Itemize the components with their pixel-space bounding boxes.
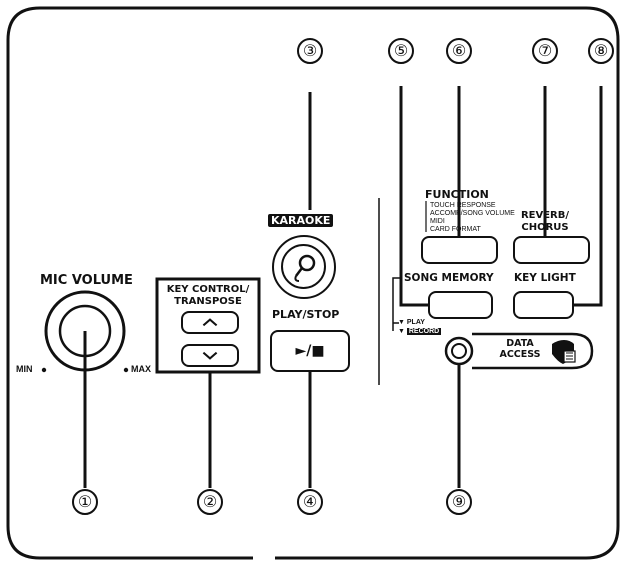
function-items: TOUCH RESPONSE ACCOMP/SONG VOLUME MIDI C… xyxy=(430,202,515,234)
callout-9: ⑨ xyxy=(446,489,472,515)
data-access-lamp xyxy=(451,343,467,359)
data-access-line2: ACCESS xyxy=(499,349,541,360)
function-item: CARD FORMAT xyxy=(430,226,481,233)
max-label: MAX xyxy=(131,364,151,374)
callout-7: ⑦ xyxy=(532,38,558,64)
record-badge: RECORD xyxy=(406,328,442,335)
play-text: PLAY xyxy=(406,319,425,326)
reverb-chorus-label: REVERB/ CHORUS xyxy=(515,210,575,234)
song-memory-bracket xyxy=(392,277,402,331)
chevron-down-icon xyxy=(202,351,218,360)
reverb-line2: CHORUS xyxy=(521,222,569,233)
song-memory-button[interactable] xyxy=(428,291,493,319)
key-light-label: KEY LIGHT xyxy=(514,272,576,284)
karaoke-badge: KARAOKE xyxy=(268,214,334,227)
max-dot xyxy=(123,367,129,373)
play-stop-symbol: ►/■ xyxy=(295,343,325,359)
callout-3: ③ xyxy=(297,38,323,64)
key-control-box xyxy=(155,277,261,374)
transpose-down-button[interactable] xyxy=(181,344,239,367)
play-mode-label: ▼ PLAY xyxy=(398,319,425,326)
record-mode-label: ▼ RECORD xyxy=(398,328,442,335)
leader-5 xyxy=(399,86,428,307)
data-access-line1: DATA xyxy=(506,338,534,349)
song-memory-label: SONG MEMORY xyxy=(404,272,494,284)
data-access-label: DATA ACCESS xyxy=(497,338,543,360)
karaoke-button[interactable] xyxy=(272,235,336,299)
function-label: FUNCTION xyxy=(425,188,489,201)
panel-outline xyxy=(6,6,620,560)
callout-4: ④ xyxy=(297,489,323,515)
callout-1: ① xyxy=(72,489,98,515)
callout-8: ⑧ xyxy=(588,38,614,64)
play-stop-label: PLAY/STOP xyxy=(272,308,340,321)
microphone-icon xyxy=(293,254,315,282)
play-stop-button[interactable]: ►/■ xyxy=(270,330,350,372)
memory-card-icon xyxy=(552,340,576,364)
function-item: TOUCH RESPONSE xyxy=(430,202,496,209)
chevron-up-icon xyxy=(202,318,218,327)
function-item: MIDI xyxy=(430,218,445,225)
function-button[interactable] xyxy=(421,236,498,264)
callout-2: ② xyxy=(197,489,223,515)
key-control-label: KEY CONTROL/ TRANSPOSE xyxy=(159,284,257,308)
function-item: ACCOMP/SONG VOLUME xyxy=(430,210,515,217)
reverb-chorus-button[interactable] xyxy=(513,236,590,264)
key-control-line1: KEY CONTROL/ xyxy=(166,284,250,295)
min-dot xyxy=(41,367,47,373)
callout-6: ⑥ xyxy=(446,38,472,64)
min-label: MIN xyxy=(16,364,33,374)
key-light-button[interactable] xyxy=(513,291,574,319)
leader-8 xyxy=(574,86,603,307)
transpose-up-button[interactable] xyxy=(181,311,239,334)
mic-volume-label: MIC VOLUME xyxy=(40,273,133,288)
reverb-line1: REVERB/ xyxy=(520,210,570,221)
callout-5: ⑤ xyxy=(388,38,414,64)
key-control-line2: TRANSPOSE xyxy=(174,296,242,307)
